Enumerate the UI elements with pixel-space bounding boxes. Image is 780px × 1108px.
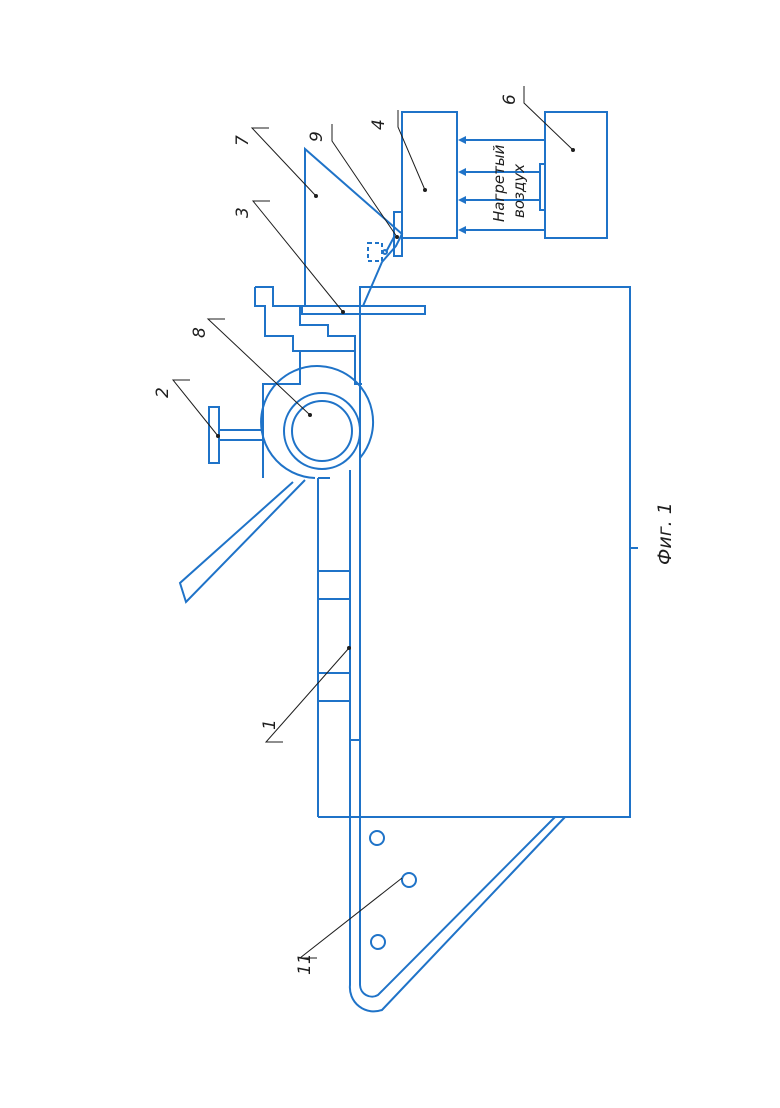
figure-caption: Фиг. 1 xyxy=(654,502,676,565)
dot-1 xyxy=(347,646,351,650)
valve-dashed xyxy=(368,243,382,261)
label-3: 3 xyxy=(233,207,253,218)
label-11: 11 xyxy=(295,953,315,975)
plate-part-3 xyxy=(302,306,425,314)
stepped-bracket xyxy=(255,287,300,351)
label-1: 1 xyxy=(260,719,280,730)
source-part-6 xyxy=(545,112,607,238)
dot-6 xyxy=(571,148,575,152)
label-9: 9 xyxy=(307,131,327,142)
dot-2 xyxy=(216,434,220,438)
heater-part-4 xyxy=(402,112,457,238)
dot-9 xyxy=(395,235,399,239)
dot-7 xyxy=(314,194,318,198)
air-arrowheads xyxy=(458,136,466,234)
channel-part-1 xyxy=(318,470,360,817)
air-label-line1: Нагретый xyxy=(490,144,508,222)
arrowhead-2 xyxy=(458,168,466,176)
label-7: 7 xyxy=(233,135,253,146)
dot-3 xyxy=(341,310,345,314)
hole-top xyxy=(370,831,384,845)
tail-frame xyxy=(350,817,565,1011)
roller-part-8 xyxy=(261,366,373,478)
air-label-line2: воздух xyxy=(510,164,528,218)
inclined-chute xyxy=(180,480,305,602)
label-8: 8 xyxy=(190,327,210,338)
leader-dots xyxy=(216,148,575,650)
arrowhead-3 xyxy=(458,196,466,204)
label-2: 2 xyxy=(153,387,173,398)
arrowhead-1 xyxy=(458,136,466,144)
hole-part-11 xyxy=(402,873,416,887)
label-6: 6 xyxy=(500,94,520,105)
leader-3 xyxy=(253,201,343,312)
dot-4 xyxy=(423,188,427,192)
dot-8 xyxy=(308,413,312,417)
arrowhead-4 xyxy=(458,226,466,234)
label-4: 4 xyxy=(369,119,389,130)
main-body xyxy=(360,287,630,817)
leader-8 xyxy=(208,319,310,415)
hole-bottom xyxy=(371,935,385,949)
